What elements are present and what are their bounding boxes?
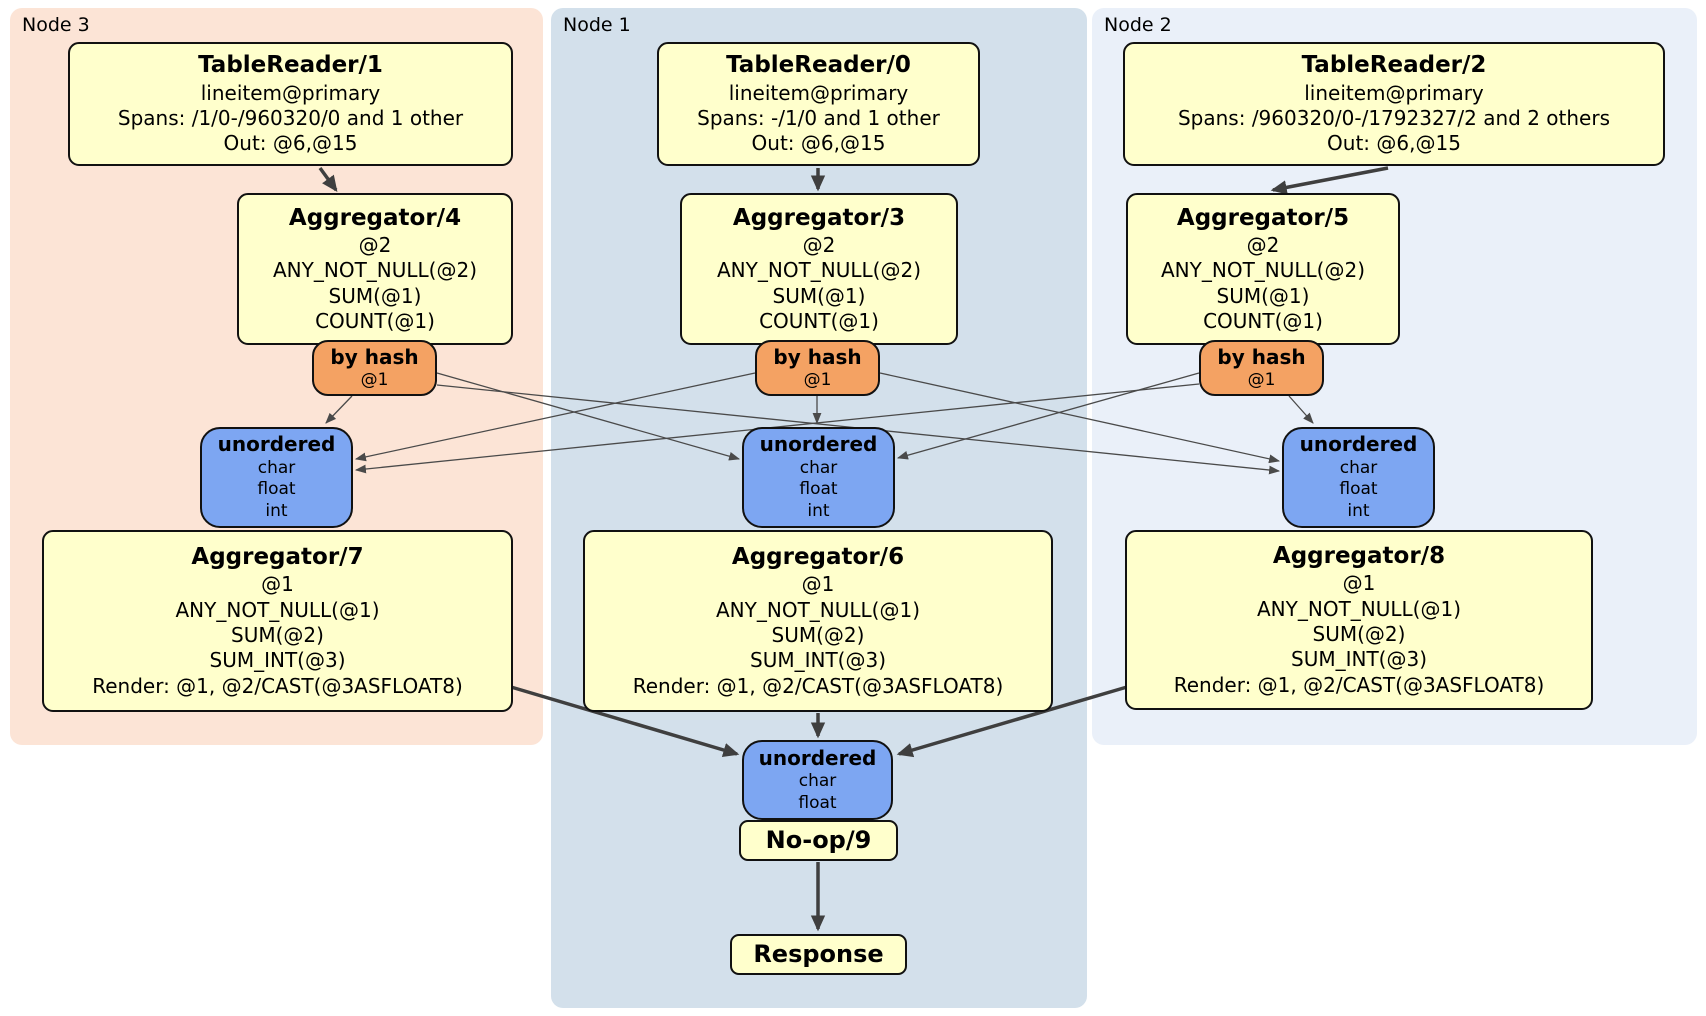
node2-label: Node 2 [1104,14,1172,36]
router-by-hash-node1: by hash @1 [755,340,880,396]
processor-title: TableReader/1 [198,52,383,79]
sync-column: float [257,479,296,500]
processor-title: TableReader/0 [726,52,911,79]
sync-unordered-node1: unordered char float int [742,427,895,528]
processor-detail: ANY_NOT_NULL(@2) [1161,258,1365,283]
sync-unordered-node2: unordered char float int [1282,427,1435,528]
processor-detail: COUNT(@1) [315,308,435,333]
processor-detail: SUM(@1) [1216,283,1310,308]
router-by-hash-node2: by hash @1 [1199,340,1324,396]
processor-noop-9: No-op/9 [739,820,898,861]
processor-detail: @1 [801,572,835,597]
sync-column: char [1339,457,1378,478]
processor-detail: @2 [358,232,392,257]
processor-detail: lineitem@primary [1304,80,1484,105]
processor-tablereader-0: TableReader/0 lineitem@primary Spans: -/… [657,42,980,166]
router-columns: @1 [1247,369,1276,390]
processor-title: Aggregator/6 [731,543,905,570]
processor-aggregator-8: Aggregator/8 @1 ANY_NOT_NULL(@1) SUM(@2)… [1125,530,1593,710]
router-title: by hash [773,344,862,369]
node3-label: Node 3 [22,14,90,36]
processor-detail: @2 [1246,232,1280,257]
processor-detail: SUM_INT(@3) [209,648,346,673]
sync-column: char [257,457,296,478]
processor-title: Aggregator/3 [732,204,906,231]
processor-tablereader-1: TableReader/1 lineitem@primary Spans: /1… [68,42,513,166]
processor-detail: Render: @1, @2/CAST(@3ASFLOAT8) [1173,672,1545,697]
processor-detail: Spans: /1/0-/960320/0 and 1 other [117,105,464,130]
processor-detail: ANY_NOT_NULL(@2) [717,258,921,283]
processor-detail: SUM(@1) [772,283,866,308]
processor-detail: Spans: -/1/0 and 1 other [697,105,940,130]
router-title: by hash [330,344,419,369]
processor-aggregator-6: Aggregator/6 @1 ANY_NOT_NULL(@1) SUM(@2)… [583,530,1053,712]
processor-detail: @1 [261,572,294,597]
processor-detail: Render: @1, @2/CAST(@3ASFLOAT8) [92,673,463,698]
processor-title: TableReader/2 [1301,52,1487,79]
sync-column: char [799,457,838,478]
processor-detail: lineitem@primary [728,80,909,105]
sync-column: int [265,500,288,521]
sync-title: unordered [1299,432,1418,457]
processor-title: No-op/9 [765,826,872,855]
processor-detail: Out: @6,@15 [751,131,886,156]
sync-column: char [798,771,837,792]
sync-column: int [807,500,830,521]
sync-title: unordered [759,432,878,457]
processor-tablereader-2: TableReader/2 lineitem@primary Spans: /9… [1123,42,1665,166]
processor-detail: ANY_NOT_NULL(@1) [175,597,380,622]
processor-detail: ANY_NOT_NULL(@2) [273,258,477,283]
processor-detail: SUM(@1) [328,283,422,308]
sync-unordered-node3: unordered char float int [200,427,353,528]
processor-detail: SUM_INT(@3) [1291,647,1427,672]
sync-column: float [798,792,837,813]
processor-title: Aggregator/7 [191,543,364,570]
response-title: Response [753,940,884,969]
sync-column: int [1347,500,1370,521]
processor-detail: Render: @1, @2/CAST(@3ASFLOAT8) [632,673,1004,698]
processor-detail: COUNT(@1) [759,308,879,333]
processor-aggregator-7: Aggregator/7 @1 ANY_NOT_NULL(@1) SUM(@2)… [42,530,513,712]
router-columns: @1 [360,369,389,390]
processor-detail: SUM(@2) [1312,621,1406,646]
router-title: by hash [1217,344,1306,369]
processor-detail: ANY_NOT_NULL(@1) [1257,596,1461,621]
node1-label: Node 1 [563,14,631,36]
processor-detail: @1 [1342,571,1376,596]
processor-title: Aggregator/5 [1176,204,1350,231]
processor-detail: SUM_INT(@3) [750,648,886,673]
processor-detail: SUM(@2) [231,622,324,647]
router-columns: @1 [803,369,832,390]
processor-aggregator-4: Aggregator/4 @2 ANY_NOT_NULL(@2) SUM(@1)… [237,193,513,345]
processor-detail: SUM(@2) [771,622,865,647]
router-by-hash-node3: by hash @1 [312,340,437,396]
processor-detail: Spans: /960320/0-/1792327/2 and 2 others [1177,105,1610,130]
sync-unordered-final: unordered char float [742,740,893,820]
processor-aggregator-5: Aggregator/5 @2 ANY_NOT_NULL(@2) SUM(@1)… [1126,193,1400,345]
sync-column: float [799,479,838,500]
processor-detail: @2 [802,232,836,257]
response-box: Response [730,934,907,975]
sync-title: unordered [217,432,336,457]
processor-detail: ANY_NOT_NULL(@1) [716,597,920,622]
processor-detail: lineitem@primary [200,80,381,105]
processor-detail: Out: @6,@15 [223,131,358,156]
processor-title: Aggregator/8 [1272,542,1446,569]
processor-title: Aggregator/4 [288,204,462,231]
sync-title: unordered [758,745,877,770]
processor-detail: Out: @6,@15 [1327,131,1461,156]
processor-detail: COUNT(@1) [1203,308,1323,333]
processor-aggregator-3: Aggregator/3 @2 ANY_NOT_NULL(@2) SUM(@1)… [680,193,958,345]
sync-column: float [1339,479,1378,500]
